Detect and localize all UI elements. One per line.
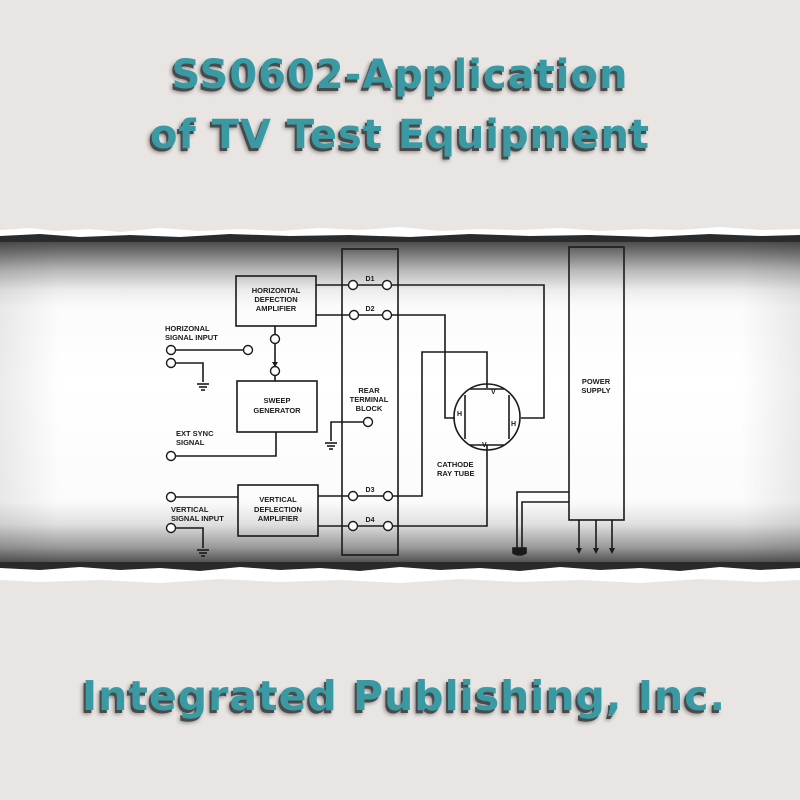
power-supply-label-1: POWER [582, 377, 611, 386]
power-supply-label-2: SUPPLY [581, 386, 610, 395]
h-input-label-2: SIGNAL INPUT [165, 333, 218, 342]
ext-sync-label-2: SIGNAL [176, 438, 205, 447]
horizontal-amp-block [235, 275, 317, 327]
torn-edge-bottom [0, 562, 800, 583]
terminal-d1-label: D1 [366, 276, 375, 283]
h-amp-label-3: AMPLIFIER [256, 304, 297, 313]
terminal-d2-in [348, 309, 360, 321]
ground-terminal [362, 416, 374, 428]
title-line-2: of TV Test Equipment [149, 112, 651, 158]
rear-terminal-block [341, 248, 399, 556]
vertical-amp-block [237, 484, 319, 537]
terminal-d1-in [347, 279, 359, 291]
sweep-generator-block [236, 380, 318, 433]
rtb-label-2: TERMINAL [350, 395, 389, 404]
crt-label-2: RAY TUBE [437, 469, 475, 478]
ext-sync-label-1: EXT SYNC [176, 429, 214, 438]
h-amp-label-2: DEFECTION [254, 295, 297, 304]
ext-sync-terminal [165, 450, 177, 462]
h-input-ground-terminal [165, 357, 177, 369]
terminal-d3-in [347, 490, 359, 502]
terminal-d3-out [382, 490, 394, 502]
h-input-label-1: HORIZONAL [165, 324, 210, 333]
diagram-band [0, 232, 800, 576]
h-amp-sweep-terminal-bottom [269, 365, 281, 377]
h-amp-label-1: HORIZONTAL [252, 286, 301, 295]
terminal-d4-label: D4 [366, 517, 375, 524]
band-shade-right [740, 232, 800, 576]
crt-plate-v-bottom: V [482, 442, 487, 449]
rtb-label-3: BLOCK [356, 404, 383, 413]
terminal-d1-out [381, 279, 393, 291]
band-shade-left [0, 232, 60, 576]
terminal-d2-out [381, 309, 393, 321]
crt-plate-h-right: H [511, 421, 516, 428]
h-amp-sweep-terminal-top [269, 333, 281, 345]
crt-circle [453, 383, 521, 451]
h-input-terminal-2 [242, 344, 254, 356]
v-amp-label-2: DEFLECTION [254, 505, 302, 514]
crt-plate-h-left: H [457, 411, 462, 418]
v-input-ground-terminal [165, 522, 177, 534]
h-input-terminal-1 [165, 344, 177, 356]
sweep-label-1: SWEEP [263, 396, 290, 405]
title-line-1: SS0602-Application [171, 52, 629, 98]
terminal-d4-in [347, 520, 359, 532]
terminal-d3-label: D3 [366, 487, 375, 494]
rtb-label-1: REAR [358, 386, 380, 395]
v-amp-label-3: AMPLIFIER [258, 514, 299, 523]
v-input-terminal [165, 491, 177, 503]
v-amp-label-1: VERTICAL [259, 495, 297, 504]
v-input-label-1: VERTICAL [171, 505, 209, 514]
crt-label-1: CATHODE [437, 460, 474, 469]
v-input-label-2: SIGNAL INPUT [171, 514, 224, 523]
terminal-d2-label: D2 [366, 306, 375, 313]
publisher-name: Integrated Publishing, Inc. [81, 672, 727, 720]
sweep-label-2: GENERATOR [253, 406, 301, 415]
torn-edge-top [0, 227, 800, 242]
crt-plate-v-top: V [491, 389, 496, 396]
terminal-d4-out [382, 520, 394, 532]
